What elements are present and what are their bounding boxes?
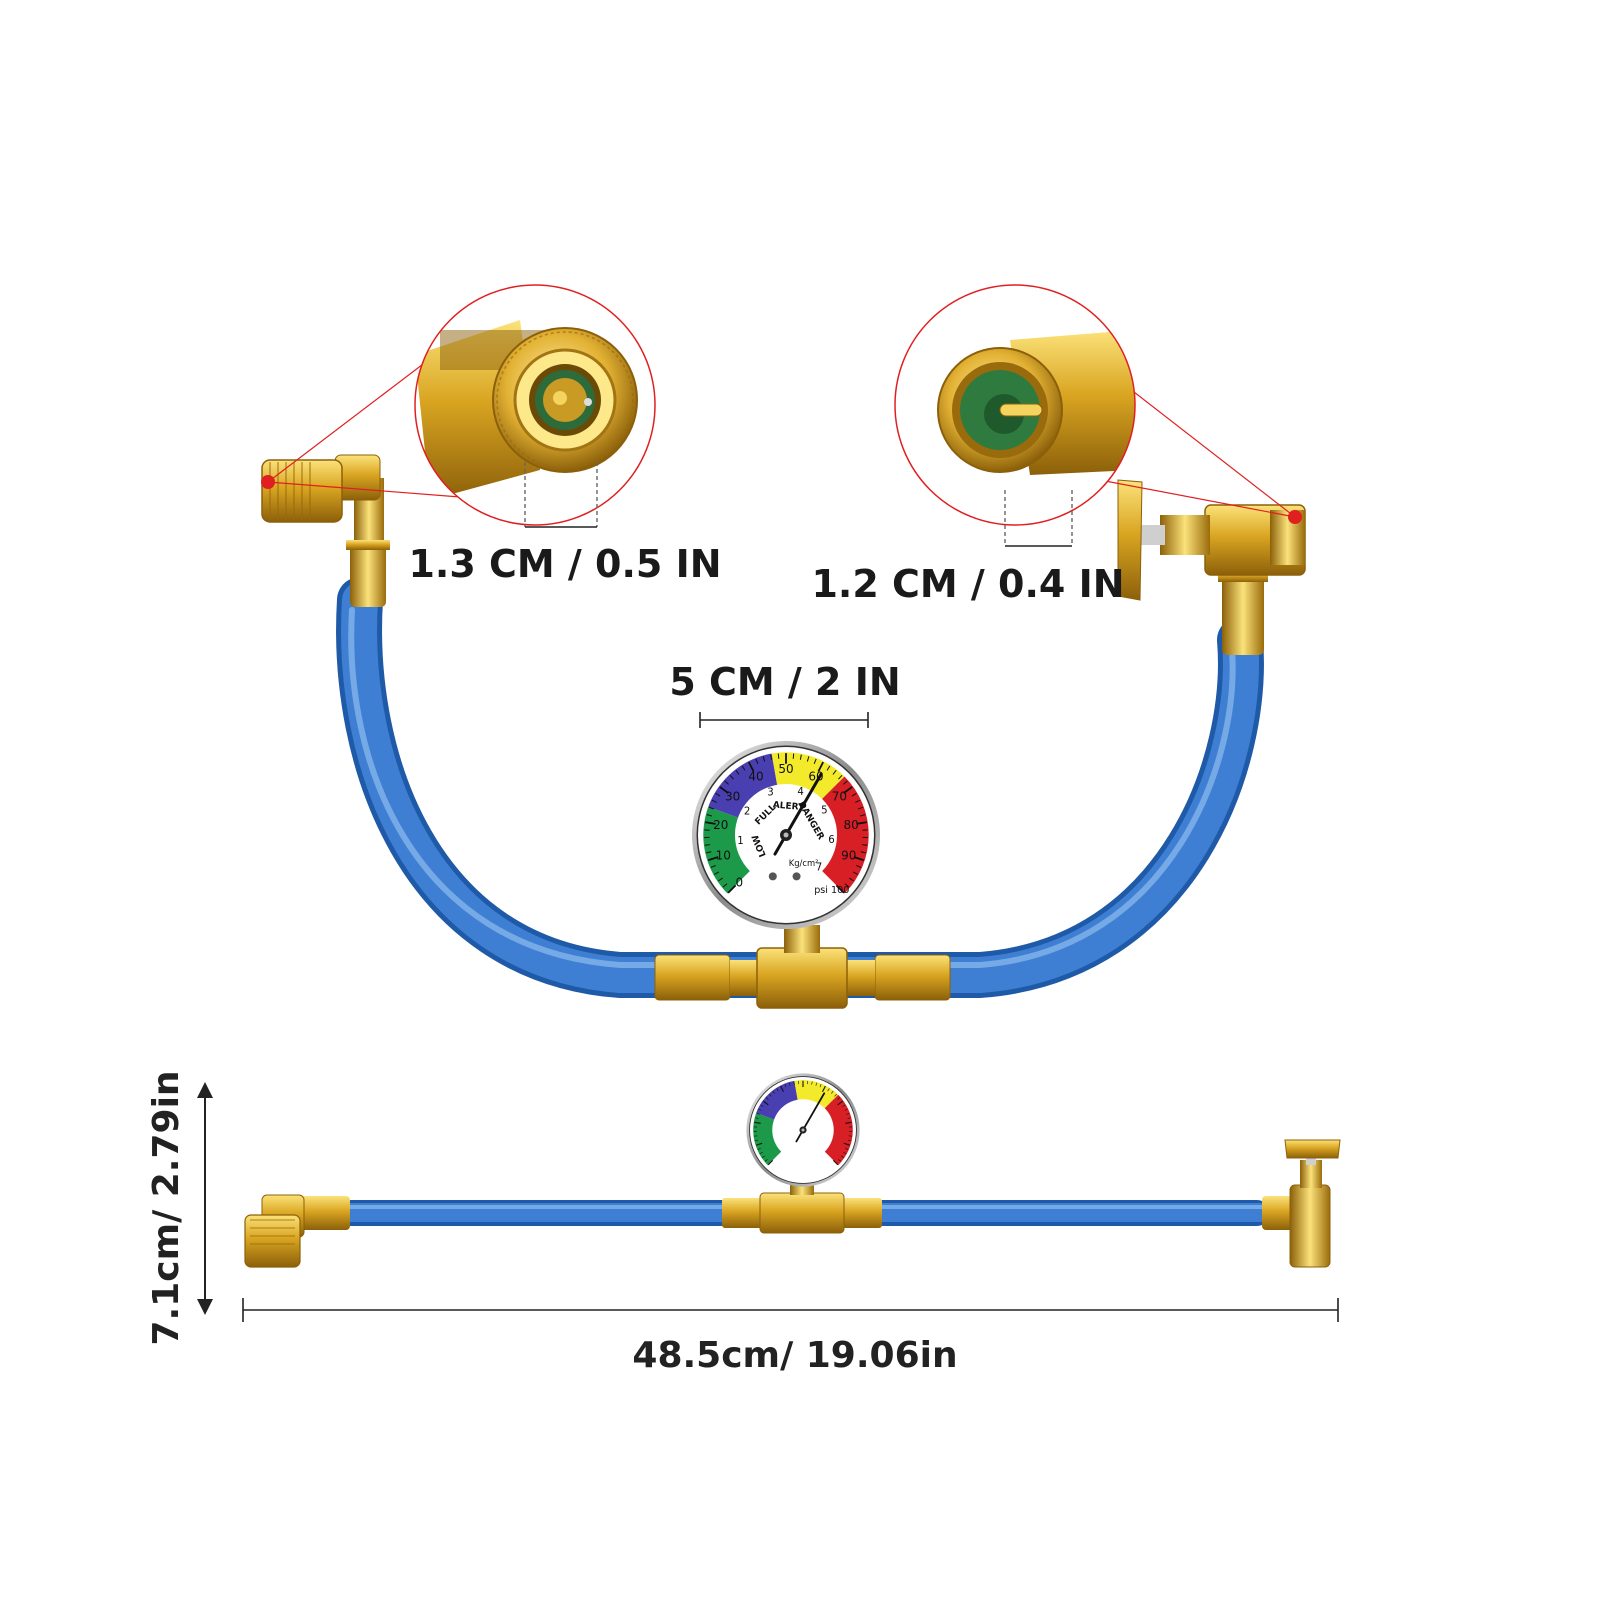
- gauge-psi-tick: 80: [844, 818, 859, 832]
- height-label: 7.1cm/ 2.79in: [146, 1070, 187, 1345]
- gauge-psi-tick: 40: [748, 769, 763, 783]
- right-valve-closeup: [895, 285, 1135, 525]
- quick-coupler-icon: [261, 454, 390, 607]
- callout-ring: [414, 284, 656, 526]
- gauge-psi-tick: 10: [716, 849, 731, 863]
- pressure-gauge: [746, 1073, 860, 1187]
- gauge-psi-tick: 90: [841, 849, 856, 863]
- right-callout: 1.2 CM / 0.4 IN: [811, 284, 1302, 606]
- gauge-psi-tick: 70: [832, 789, 847, 803]
- left-coupler-closeup: [415, 285, 655, 525]
- gauge-zone-label: ALERT: [772, 800, 805, 813]
- gauge-kg-tick: 7: [816, 862, 822, 873]
- gauge-kg-tick: 2: [744, 806, 750, 817]
- measure-bracket: [1004, 490, 1073, 547]
- gauge-psi-tick: 50: [778, 762, 793, 776]
- gauge-psi-tick: 20: [713, 818, 728, 832]
- gauge-kg-tick: 4: [797, 787, 803, 798]
- callout-line: [267, 481, 461, 498]
- gauge-psi-unit: psi 100: [814, 885, 849, 896]
- gauge-kg-tick: 5: [821, 806, 827, 817]
- tee-fitting: [722, 1175, 882, 1234]
- top-hose-assembly: [261, 454, 1306, 1009]
- callout-dot: [261, 475, 275, 489]
- callout-ring: [894, 284, 1136, 526]
- callout-line: [1124, 384, 1296, 518]
- gauge-needle: [795, 1092, 826, 1143]
- gauge-kg-tick: 3: [767, 788, 773, 799]
- gauge-zero: 0: [736, 875, 744, 889]
- tap-valve-icon: [1117, 479, 1306, 655]
- gauge-psi-tick: 30: [725, 789, 740, 803]
- tap-valve-icon: [1262, 1139, 1341, 1268]
- measure-bracket: [524, 462, 598, 528]
- length-label: 48.5cm/ 19.06in: [632, 1335, 957, 1376]
- gauge-kg-unit: Kg/cm²: [789, 858, 819, 868]
- quick-coupler-icon: [244, 1194, 350, 1268]
- height-dimension: 7.1cm/ 2.79in: [146, 1070, 213, 1346]
- gauge-size-label: 5 CM / 2 IN: [669, 660, 900, 704]
- callout-line: [267, 354, 436, 483]
- left-size-label: 1.3 CM / 0.5 IN: [408, 542, 721, 586]
- length-dimension: 48.5cm/ 19.06in: [242, 1298, 1339, 1376]
- callout-line: [1099, 479, 1296, 518]
- gauge-needle: [773, 772, 823, 856]
- tee-fitting: [654, 925, 951, 1009]
- callout-dot: [1288, 510, 1302, 524]
- right-size-label: 1.2 CM / 0.4 IN: [811, 562, 1124, 606]
- gauge-kg-tick: 6: [828, 835, 834, 846]
- gauge-kg-tick: 1: [737, 836, 743, 847]
- gauge-psi-tick: 60: [808, 769, 823, 783]
- bottom-hose-assembly: [244, 1139, 1341, 1268]
- gauge-size-callout: 5 CM / 2 IN: [669, 660, 901, 728]
- left-callout: 1.3 CM / 0.5 IN: [261, 284, 722, 586]
